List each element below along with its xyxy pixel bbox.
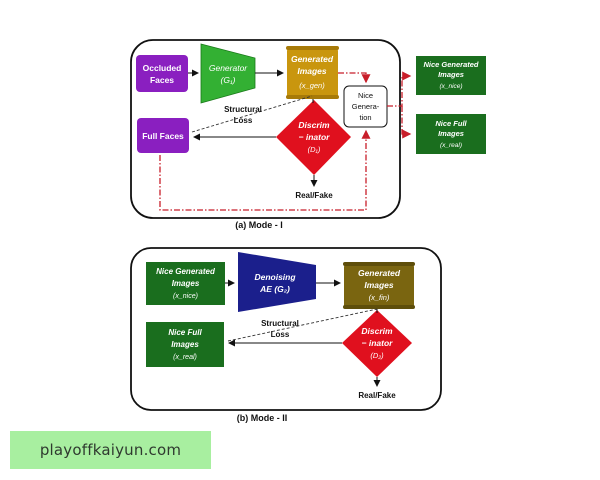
mode1-generated-images-line1: Generated [291, 54, 334, 64]
mode1-occluded-faces-line1: Occluded [143, 63, 182, 73]
mode1-generator-label: Generator [209, 63, 248, 73]
mode1-full-faces-label: Full Faces [142, 131, 184, 141]
mode1-nice-generated-symbol: (x_nice) [439, 83, 462, 90]
mode1-occluded-faces-line2: Faces [150, 75, 174, 85]
mode2-nice-full-line1: Nice Full [168, 328, 202, 337]
mode1-caption: (a) Mode - I [235, 220, 283, 230]
mode1-flow-gen-to-nice [338, 72, 371, 84]
mode2-nice-generated-symbol: (x_nice) [173, 293, 198, 300]
mode1-structural-loss-line [191, 95, 313, 133]
mode1-nice-generated-images-block: Nice Generated Images (x_nice) [416, 56, 486, 95]
mode1-generator-subscript: (G₁) [221, 75, 236, 85]
mode2-nice-generated-line2: Images [172, 279, 200, 288]
mode1-nice-generation-line1: Nice [358, 91, 373, 100]
mode2-discriminator-line1: Discrim [361, 326, 393, 336]
mode2-structural-loss-line [227, 308, 378, 342]
mode2-discriminator-symbol: (D₂) [370, 351, 384, 360]
mode1-nice-generation-line2: Genera- [352, 102, 380, 111]
mode2-discriminator-line2: − inator [362, 338, 394, 348]
mode1-flow-fullfaces-loop [159, 129, 371, 211]
mode2-generated-images-symbol: (x_fin) [369, 293, 390, 302]
mode1-real-fake-label: Real/Fake [295, 191, 333, 200]
mode1-nice-full-line1: Nice Full [435, 119, 467, 128]
mode1-generated-images-line2: Images [297, 66, 327, 76]
mode1-nice-generated-line1: Nice Generated [423, 60, 478, 69]
mode2-generated-images-line2: Images [364, 280, 394, 290]
mode1-discriminator-line1: Discrim [298, 120, 330, 130]
mode1-generated-images-symbol: (x_gen) [299, 81, 325, 90]
watermark-banner[interactable]: playoffkaiyun.com [10, 431, 211, 469]
mode2-structural-loss-line2: Loss [271, 330, 290, 339]
mode1-discriminator-block: Discrim − inator (D₁) [276, 100, 351, 175]
mode1-structural-loss-line1: Structural [224, 105, 262, 114]
mode2-nice-full-images-block: Nice Full Images (x_real) [146, 322, 224, 367]
mode2-nice-generated-line1: Nice Generated [156, 267, 216, 276]
mode1-flow-nice-out [387, 71, 412, 107]
mode1-nice-generation-line3: tion [359, 113, 371, 122]
mode1-frame [130, 39, 401, 219]
mode1-generated-images-block: Generated Images (x_gen) [286, 46, 339, 99]
mode1-flow-nice-out-2 [401, 106, 412, 139]
mode2-structural-loss-line1: Structural [261, 319, 299, 328]
mode2-frame [130, 247, 442, 411]
mode1-nice-generation-block: Nice Genera- tion [343, 85, 388, 128]
mode1-nice-generated-line2: Images [438, 70, 464, 79]
mode1-occluded-faces-block: Occluded Faces [136, 55, 188, 92]
mode2-real-fake-label: Real/Fake [358, 391, 396, 400]
mode1-full-faces-block: Full Faces [137, 118, 189, 153]
mode1-discriminator-symbol: (D₁) [308, 145, 321, 154]
mode2-discriminator-block: Discrim − inator (D₂) [342, 310, 412, 377]
mode1-nice-full-symbol: (x_real) [440, 142, 462, 149]
mode2-generated-images-block: Generated Images (x_fin) [343, 262, 415, 309]
mode2-denoising-ae-block: Denoising AE (G₂) [238, 252, 316, 312]
mode2-nice-generated-images-block: Nice Generated Images (x_nice) [146, 262, 225, 305]
mode1-structural-loss-line2: Loss [234, 116, 253, 125]
mode2-generated-images-line1: Generated [358, 268, 401, 278]
mode1-nice-full-line2: Images [438, 129, 464, 138]
mode2-caption: (b) Mode - II [237, 413, 288, 423]
mode1-discriminator-line2: − inator [299, 132, 331, 142]
mode1-generator-block: Generator (G₁) [200, 43, 256, 104]
mode1-nice-full-images-block: Nice Full Images (x_real) [416, 114, 486, 154]
mode2-nice-full-line2: Images [171, 340, 199, 349]
mode2-nice-full-symbol: (x_real) [173, 354, 197, 361]
mode2-denoising-ae-line2: AE (G₂) [259, 284, 290, 294]
mode2-denoising-ae-line1: Denoising [254, 272, 296, 282]
watermark-text: playoffkaiyun.com [39, 441, 182, 459]
